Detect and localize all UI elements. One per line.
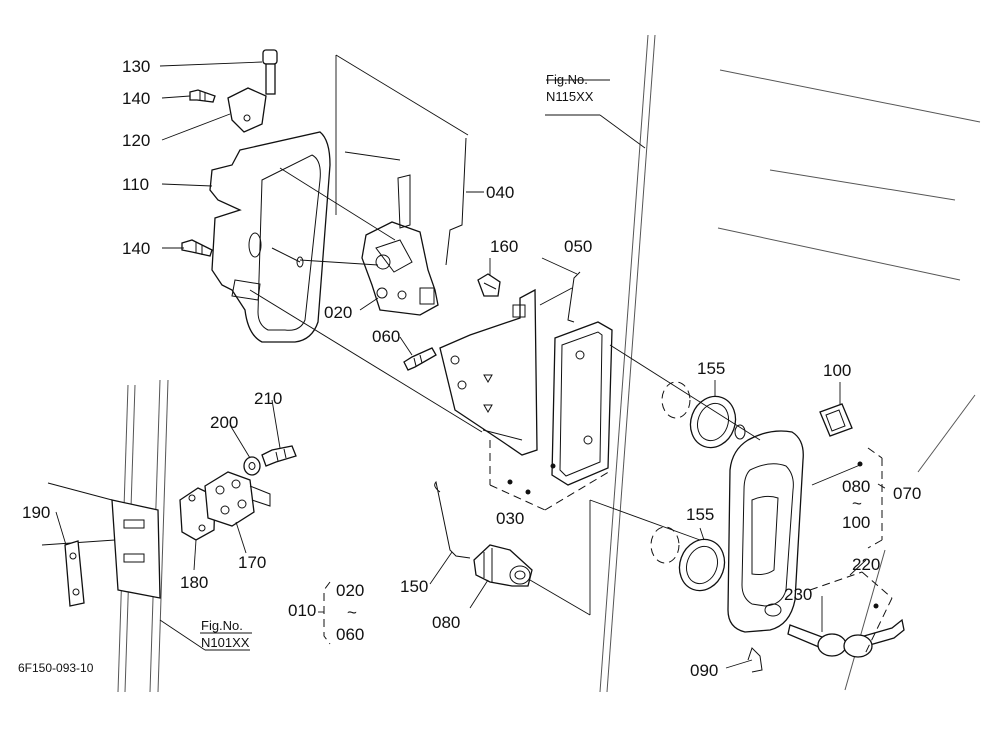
reference-dots (507, 461, 879, 609)
label-110[interactable]: 110 (122, 175, 149, 194)
striker-170[interactable] (204, 471, 271, 527)
label-140-top[interactable]: 140 (122, 89, 150, 108)
inner-handle-cover[interactable] (209, 131, 331, 343)
hinge-bracket[interactable] (41, 482, 161, 599)
bracket-120[interactable] (227, 87, 267, 133)
screw-130[interactable] (262, 49, 278, 95)
label-030[interactable]: 030 (496, 509, 524, 528)
gasket-100[interactable] (819, 403, 853, 437)
screw-060[interactable] (403, 347, 437, 371)
label-020-range[interactable]: 020 (336, 581, 364, 600)
label-070[interactable]: 070 (893, 484, 921, 503)
keys-230[interactable] (787, 618, 905, 658)
clip-150[interactable] (434, 480, 471, 559)
washer-200[interactable] (243, 456, 261, 476)
label-170[interactable]: 170 (238, 553, 266, 572)
outer-handle-070[interactable] (727, 430, 804, 633)
bracket-010 (323, 581, 331, 645)
label-020[interactable]: 020 (324, 303, 352, 322)
label-120[interactable]: 120 (122, 131, 150, 150)
fig-ref-n101[interactable]: N101XX (201, 635, 250, 650)
plate-190[interactable] (64, 540, 85, 607)
label-080[interactable]: 080 (432, 613, 460, 632)
label-190[interactable]: 190 (22, 503, 50, 522)
range-tilde-010: ~ (347, 603, 357, 622)
label-180[interactable]: 180 (180, 573, 208, 592)
latch-020[interactable] (361, 174, 439, 316)
label-210[interactable]: 210 (254, 389, 282, 408)
label-060[interactable]: 060 (372, 327, 400, 346)
label-050[interactable]: 050 (564, 237, 592, 256)
assembly-lines (159, 54, 893, 657)
label-155-bottom[interactable]: 155 (686, 505, 714, 524)
leader-lines (55, 61, 867, 669)
fig-ref-n115[interactable]: N115XX (546, 89, 594, 104)
key-cylinder-080[interactable] (473, 544, 533, 587)
rod-040[interactable] (445, 137, 467, 266)
gasket-030[interactable] (551, 321, 613, 486)
label-100-range[interactable]: 100 (842, 513, 870, 532)
fig-ref-label-bottom[interactable]: Fig.No. (201, 618, 243, 633)
label-060-range[interactable]: 060 (336, 625, 364, 644)
label-080-range[interactable]: 080 (842, 477, 870, 496)
label-130[interactable]: 130 (122, 57, 150, 76)
label-220[interactable]: 220 (852, 555, 880, 574)
label-090[interactable]: 090 (690, 661, 718, 680)
bolt-210[interactable] (261, 445, 297, 467)
spring-050[interactable] (567, 271, 581, 323)
screw-140-lower[interactable] (181, 239, 213, 257)
label-230[interactable]: 230 (784, 585, 812, 604)
drawing-code: 6F150-093-10 (18, 661, 94, 675)
mounting-plate[interactable] (439, 288, 538, 456)
label-200[interactable]: 200 (210, 413, 238, 432)
fig-ref-label-top[interactable]: Fig.No. (546, 72, 588, 87)
label-100[interactable]: 100 (823, 361, 851, 380)
o-ring-155-bottom[interactable] (650, 526, 732, 597)
screw-160[interactable] (477, 273, 501, 297)
range-tilde-070: ~ (852, 494, 862, 513)
screw-140-top[interactable] (189, 89, 216, 103)
label-150[interactable]: 150 (400, 577, 428, 596)
label-140-lower[interactable]: 140 (122, 239, 150, 258)
label-010[interactable]: 010 (288, 601, 316, 620)
clip-090[interactable] (747, 647, 763, 673)
label-160[interactable]: 160 (490, 237, 518, 256)
label-155-top[interactable]: 155 (697, 359, 725, 378)
bracket-070 (877, 483, 889, 491)
label-040[interactable]: 040 (486, 183, 514, 202)
o-ring-155-top[interactable] (661, 381, 746, 454)
